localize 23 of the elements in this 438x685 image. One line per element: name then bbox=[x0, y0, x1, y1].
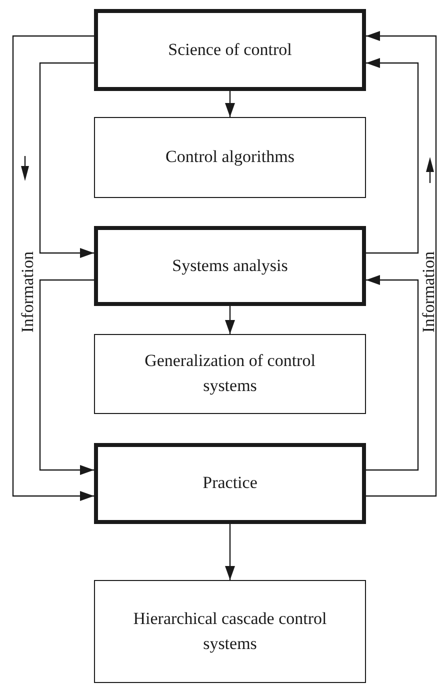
box-label: Generalization of control systems bbox=[144, 350, 316, 397]
box-label: Practice bbox=[202, 472, 258, 494]
process-box bbox=[94, 580, 366, 683]
box-label: Control algorithms bbox=[166, 146, 294, 168]
box-label: Systems analysis bbox=[172, 254, 288, 277]
process-box bbox=[94, 443, 366, 524]
arrow bbox=[366, 31, 437, 497]
box-label: Science of control bbox=[168, 38, 292, 61]
arrow bbox=[39, 62, 94, 258]
arrow bbox=[225, 91, 235, 117]
arrow bbox=[39, 279, 94, 475]
side-label: Information bbox=[18, 251, 38, 333]
box-label: Hierarchical cascade control systems bbox=[132, 608, 328, 655]
arrow bbox=[366, 58, 419, 254]
process-box bbox=[94, 226, 366, 306]
arrow bbox=[366, 275, 419, 471]
arrow bbox=[225, 306, 235, 334]
process-box bbox=[94, 9, 366, 91]
arrow bbox=[225, 524, 235, 580]
process-box bbox=[94, 334, 366, 414]
arrow bbox=[12, 35, 94, 501]
side-label: Information bbox=[419, 251, 438, 333]
process-box bbox=[94, 117, 366, 198]
